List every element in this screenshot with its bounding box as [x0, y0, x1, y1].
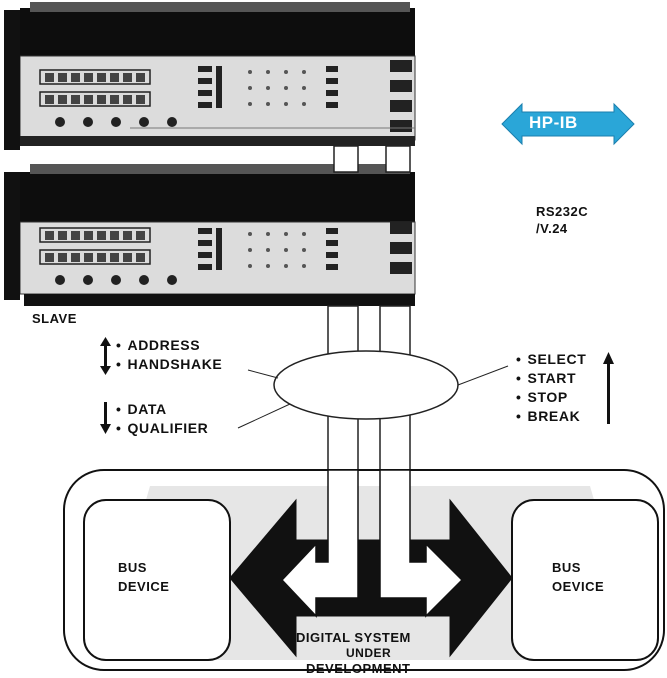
right-device-line1: BUS: [552, 560, 581, 575]
signal-stop: STOP: [516, 389, 568, 405]
system-bus-arrow: [229, 498, 513, 658]
signal-data: DATA: [116, 401, 167, 417]
hpib-arrow-icon: [501, 102, 635, 146]
serial-line2: /V.24: [536, 221, 568, 236]
left-device-line1: BUS: [118, 560, 147, 575]
left-device-line2: DEVICE: [118, 579, 170, 594]
system-title-line3: DEVELOPMENT: [306, 661, 411, 676]
right-bus-device-box: [511, 499, 659, 661]
signal-address: ADDRESS: [116, 337, 200, 353]
right-up-arrow-icon: [603, 352, 614, 424]
signal-qualifier: QUALIFIER: [116, 420, 208, 436]
right-cable-arrow: [379, 469, 464, 618]
signal-start: START: [516, 370, 576, 386]
left-down-arrow-icon: [100, 402, 111, 434]
left-bidir-arrow-icon: [100, 337, 111, 375]
right-leader-line: [457, 365, 509, 386]
slave-instrument: [4, 164, 416, 306]
left-leader-line-2: [237, 403, 291, 429]
system-title-line1: DIGITAL SYSTEM: [296, 630, 411, 645]
hpib-label: HP-IB: [529, 113, 578, 132]
signal-handshake: HANDSHAKE: [116, 356, 222, 372]
signal-select: SELECT: [516, 351, 586, 367]
left-cable-arrow: [280, 469, 359, 618]
slave-label: SLAVE: [32, 311, 77, 326]
master-instrument: [4, 2, 416, 150]
left-leader-line: [247, 369, 279, 379]
signal-break: BREAK: [516, 408, 580, 424]
left-bus-device-box: [83, 499, 231, 661]
system-title-line2: UNDER: [346, 646, 392, 660]
right-device-line2: OEVICE: [552, 579, 605, 594]
serial-line1: RS232C: [536, 204, 589, 219]
signal-ellipse: [273, 350, 459, 420]
